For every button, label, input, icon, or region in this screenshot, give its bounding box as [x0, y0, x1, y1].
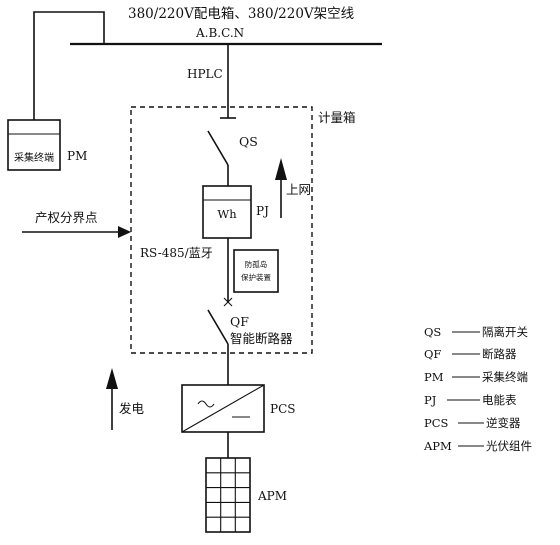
- legend: QS 隔离开关 QF 断路器 PM 采集终端 PJ 电能表 PCS 逆变器 AP…: [423, 325, 532, 453]
- up-grid-label: 上网: [286, 182, 311, 197]
- pv-module: [205, 457, 251, 533]
- legend-code-pm: PM: [424, 370, 444, 384]
- legend-code-qf: QF: [424, 347, 441, 361]
- anti-island-device: 防孤岛 保护装置: [233, 249, 279, 293]
- qf-switch-blade: [207, 309, 229, 345]
- apm-label: APM: [257, 489, 287, 503]
- legend-code-qs: QS: [424, 325, 441, 339]
- legend-code-pj: PJ: [424, 393, 437, 407]
- pm-feed-line: [33, 11, 105, 120]
- energy-meter: Wh: [202, 185, 252, 239]
- pj-label: PJ: [256, 204, 269, 218]
- legend-code-pcs: PCS: [424, 416, 449, 430]
- anti-island-line2: 保护装置: [241, 272, 271, 282]
- legend-desc-pcs: 逆变器: [486, 416, 521, 430]
- legend-desc-pm: 采集终端: [482, 370, 528, 384]
- legend-desc-qf: 断路器: [482, 347, 517, 361]
- legend-desc-pj: 电能表: [482, 393, 517, 407]
- pcs-inverter: [181, 384, 265, 433]
- legend-desc-qs: 隔离开关: [482, 325, 528, 339]
- qs-switch-blade: [207, 130, 229, 166]
- qf-breaker-cross: [223, 297, 233, 307]
- legend-code-apm: APM: [423, 439, 452, 453]
- meter-box-label: 计量箱: [318, 110, 356, 125]
- anti-island-line1: 防孤岛: [245, 259, 268, 269]
- meter-wh-label: Wh: [217, 207, 237, 221]
- header-phases: A.B.C.N: [195, 26, 244, 40]
- pcs-label: PCS: [270, 402, 295, 416]
- pm-device-label: 采集终端: [14, 151, 54, 164]
- legend-desc-apm: 光伏组件: [486, 439, 532, 453]
- breaker-label: 智能断路器: [230, 331, 293, 346]
- pm-terminal: 采集终端: [7, 119, 61, 171]
- hplc-label: HPLC: [187, 67, 223, 81]
- boundary-arrow: [22, 226, 131, 238]
- rs485-label: RS-485/蓝牙: [140, 246, 213, 260]
- generation-arrow: [106, 368, 118, 430]
- meter-box: [130, 106, 313, 354]
- boundary-label: 产权分界点: [35, 210, 98, 225]
- header-title: 380/220V配电箱、380/220V架空线: [128, 6, 354, 22]
- qf-label: QF: [230, 314, 249, 329]
- qs-label: QS: [239, 134, 258, 149]
- generation-label: 发电: [119, 401, 145, 416]
- up-grid-arrow: [275, 158, 287, 218]
- pm-label: PM: [67, 149, 87, 163]
